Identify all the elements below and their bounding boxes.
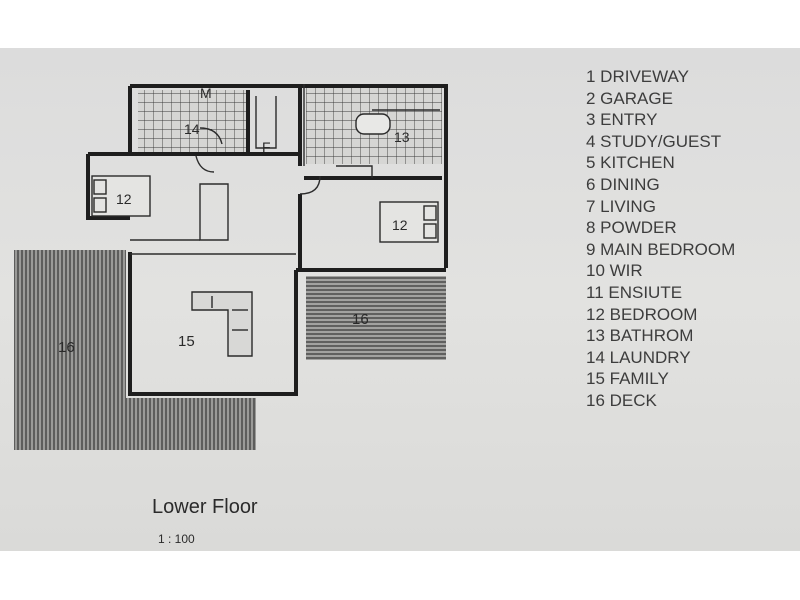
laundry-tiles (138, 90, 246, 152)
room-label-laundry: 14 (184, 121, 200, 137)
legend-item: 4 STUDY/GUEST (586, 131, 722, 151)
plan-title: Lower Floor (152, 496, 258, 518)
bed-left (91, 175, 151, 217)
legend-item: 11 ENSIUTE (586, 282, 683, 302)
floor-plan: M F 14 13 12 12 15 16 16 (14, 84, 448, 450)
deck-bottom (116, 398, 256, 450)
washer-label: M (200, 85, 212, 101)
legend-item: 3 ENTRY (586, 110, 658, 130)
legend-item: 10 WIR (586, 261, 643, 281)
plan-scale: 1 : 100 (158, 532, 195, 546)
legend-item: 16 DECK (586, 390, 657, 410)
legend-item: 13 BATHROM (586, 326, 694, 346)
bathtub (355, 113, 391, 135)
legend-item: 9 MAIN BEDROOM (586, 239, 736, 259)
legend-item: 8 POWDER (586, 218, 677, 238)
legend-item: 6 DINING (586, 174, 660, 194)
sofa (191, 291, 253, 357)
walls (86, 84, 448, 396)
room-label-deck-left: 16 (58, 339, 75, 356)
legend-item: 5 KITCHEN (586, 153, 675, 173)
deck-right (306, 276, 446, 360)
room-label-bedroom-left: 12 (116, 191, 132, 207)
legend-item: 7 LIVING (586, 196, 656, 216)
room-label-bathroom: 13 (394, 129, 410, 145)
legend-item: 2 GARAGE (586, 88, 673, 108)
bed-right (379, 201, 439, 243)
legend-item: 12 BEDROOM (586, 304, 698, 324)
fridge-label: F (262, 139, 271, 155)
deck-left (14, 250, 126, 450)
room-label-deck-right: 16 (352, 311, 369, 328)
room-label-bedroom-right: 12 (392, 217, 408, 233)
drawing-sheet: M F 14 13 12 12 15 16 16 1 DRIVEWAY 2 GA… (0, 48, 800, 551)
legend-item: 15 FAMILY (586, 369, 669, 389)
room-label-family: 15 (178, 333, 195, 350)
legend-item: 1 DRIVEWAY (586, 67, 689, 86)
legend-item: 14 LAUNDRY (586, 347, 691, 367)
room-legend: 1 DRIVEWAY 2 GARAGE 3 ENTRY 4 STUDY/GUES… (586, 66, 735, 412)
